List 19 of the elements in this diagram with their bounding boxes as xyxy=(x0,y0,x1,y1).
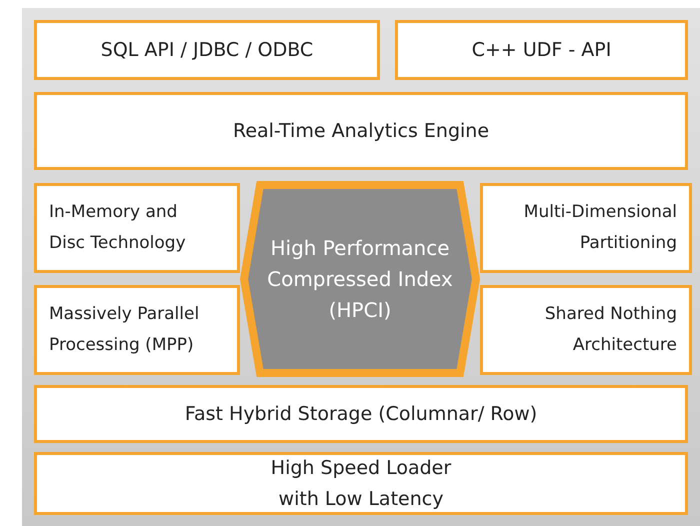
layer-box xyxy=(480,285,692,375)
layer-box xyxy=(34,183,240,273)
layer-label: High Speed Loader with Low Latency xyxy=(270,456,452,512)
layer-label: C++ UDF - API xyxy=(472,38,612,62)
layer-box xyxy=(34,385,688,443)
index-label: High Performance Compressed Index (HPCI) xyxy=(266,234,454,324)
layer-label: Fast Hybrid Storage (Columnar/ Row) xyxy=(184,402,538,426)
layer-label: In-Memory and Disc Technology xyxy=(49,201,187,255)
layer-box xyxy=(34,20,380,80)
layer-label: Multi-Dimensional Partitioning xyxy=(522,201,677,255)
layer-box xyxy=(34,452,688,515)
layer-box xyxy=(480,183,692,273)
layer-label: Real-Time Analytics Engine xyxy=(232,118,490,144)
layer-label: Massively Parallel Processing (MPP) xyxy=(49,303,200,357)
layer-box xyxy=(34,285,240,375)
layer-box xyxy=(34,92,688,170)
layer-label: SQL API / JDBC / ODBC xyxy=(100,38,314,62)
layer-box xyxy=(395,20,688,80)
layer-label: Shared Nothing Architecture xyxy=(544,303,677,357)
